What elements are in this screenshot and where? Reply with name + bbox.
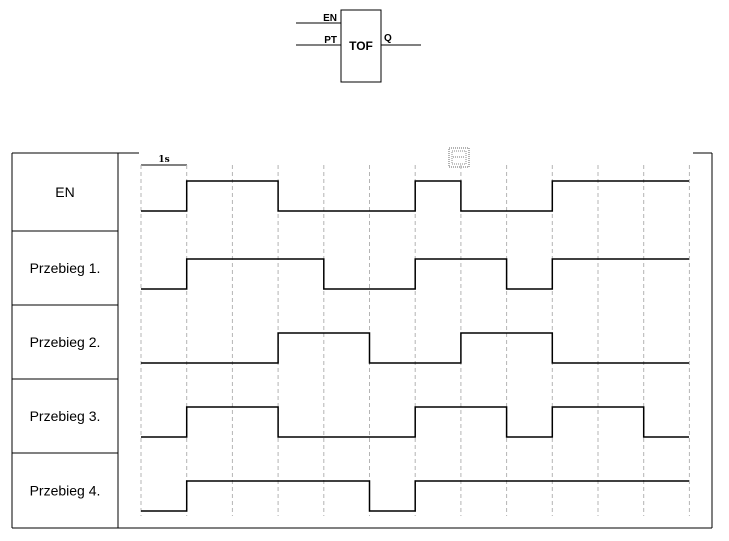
embedded-object-icon (448, 147, 470, 168)
signal-label: Przebieg 3. (30, 408, 101, 424)
signal-waveform (141, 406, 689, 438)
tof-function-block: EN PT Q TOF (296, 9, 421, 83)
signal-waveform (141, 332, 689, 364)
tof-block-name: TOF (349, 39, 373, 53)
label-column (11, 152, 139, 528)
signal-row: Przebieg 2. (12, 304, 689, 364)
signal-label: Przebieg 1. (30, 260, 101, 276)
pt-input-label: PT (324, 35, 337, 46)
signal-waveform (141, 180, 689, 212)
signal-label: EN (55, 184, 74, 200)
time-grid (140, 165, 690, 516)
signal-waveform (141, 258, 689, 290)
signal-waveform (141, 480, 689, 512)
q-output-label: Q (384, 33, 392, 44)
signal-row: Przebieg 4. (12, 452, 689, 512)
signal-row: Przebieg 3. (12, 378, 689, 438)
time-scale-label: 1s (158, 155, 169, 165)
signal-label: Przebieg 4. (30, 483, 101, 499)
signal-row: EN (55, 180, 689, 212)
tof-block-box (340, 9, 382, 83)
timing-table: 1s EN Przebieg 1. Przebieg 2. Przebieg 3. Pr… (11, 147, 713, 529)
signal-label: Przebieg 2. (30, 334, 101, 350)
signal-row: Przebieg 1. (12, 230, 689, 290)
time-scale-marker: 1s (141, 155, 187, 166)
signal-rows: EN Przebieg 1. Przebieg 2. Przebieg 3. Przeb… (12, 180, 689, 512)
en-input-label: EN (323, 13, 337, 24)
